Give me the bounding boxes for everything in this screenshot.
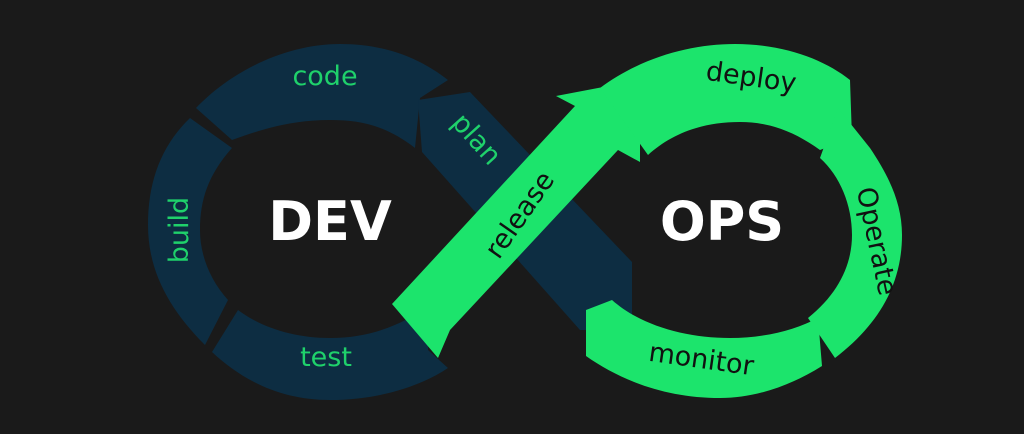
label-build: build [164,197,195,263]
segment-operate [808,108,902,358]
center-label-ops: OPS [660,190,784,253]
segment-monitor [586,300,822,398]
segment-code [196,44,448,148]
segment-build [148,118,232,345]
center-label-dev: DEV [268,190,392,253]
label-test: test [300,342,352,373]
segment-test [212,305,448,400]
label-code: code [292,61,357,92]
segment-deploy [600,44,852,155]
segment-release [392,80,640,358]
